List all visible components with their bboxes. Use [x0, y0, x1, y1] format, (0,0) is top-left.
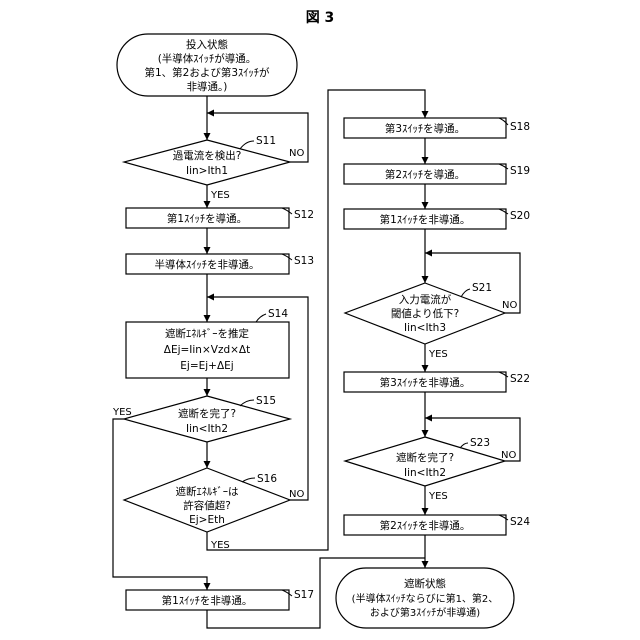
step-id-s20: S20 — [510, 210, 530, 222]
step-id-s16: S16 — [257, 473, 277, 485]
decision-s15-line-2: Iin<Ith2 — [186, 423, 228, 435]
figure-title: 図 3 — [306, 10, 335, 26]
leader-s11 — [240, 141, 254, 149]
leader-s15 — [240, 400, 254, 406]
step-id-s22: S22 — [510, 373, 530, 385]
step-id-s23: S23 — [470, 437, 490, 449]
process-s24-text: 第2ｽｲｯﾁを非導通。 — [380, 519, 471, 532]
step-id-s24: S24 — [510, 516, 530, 528]
leader-s14 — [256, 314, 266, 322]
process-s14-line-1: 遮断ｴﾈﾙｷﾞｰを推定 — [165, 327, 249, 340]
decision-s21-line-3: Iin<Ith3 — [404, 322, 446, 334]
start-line-4: 非導通。) — [187, 80, 228, 93]
branch-no-s11: NO — [289, 148, 304, 159]
decision-s16-line-1: 遮断ｴﾈﾙｷﾞｰは — [176, 485, 239, 498]
end-terminal: 遮断状態 (半導体ｽｲｯﾁならびに第1、第2、 および第3ｽｲｯﾁが非導通) — [336, 568, 514, 628]
step-id-s12: S12 — [294, 209, 314, 221]
step-id-s21: S21 — [472, 282, 492, 294]
process-s20: 第1ｽｲｯﾁを非導通。 S20 — [344, 209, 530, 229]
process-s22: 第3ｽｲｯﾁを非導通。 S22 — [344, 372, 530, 392]
step-id-s15: S15 — [256, 395, 276, 407]
decision-s15: 遮断を完了? Iin<Ith2 S15 YES — [112, 395, 290, 442]
leader-s21 — [461, 289, 470, 297]
step-id-s13: S13 — [294, 255, 314, 267]
step-id-s14: S14 — [268, 308, 288, 320]
decision-s23-line-2: Iin<Ith2 — [404, 467, 446, 479]
process-s18: 第3ｽｲｯﾁを導通。 S18 — [344, 118, 530, 138]
process-s17: 第1ｽｲｯﾁを非導通。 S17 — [126, 589, 314, 610]
decision-s16-line-2: 許容値超? — [183, 499, 231, 512]
step-id-s17: S17 — [294, 589, 314, 601]
branch-no-s16: NO — [289, 489, 304, 500]
end-line-2: (半導体ｽｲｯﾁならびに第1、第2、 — [352, 592, 499, 605]
step-id-s11: S11 — [256, 135, 276, 147]
decision-s21-line-2: 閾値より低下? — [391, 307, 459, 320]
branch-yes-s23: YES — [428, 491, 448, 502]
decision-s21-line-1: 入力電流が — [399, 293, 452, 306]
branch-yes-s15: YES — [112, 407, 132, 418]
start-line-3: 第1、第2および第3ｽｲｯﾁが — [144, 66, 270, 79]
process-s20-text: 第1ｽｲｯﾁを非導通。 — [380, 213, 471, 226]
branch-no-s21: NO — [502, 300, 517, 311]
decision-s23: 遮断を完了? Iin<Ith2 S23 NO YES — [345, 437, 516, 502]
branch-yes-s21: YES — [428, 349, 448, 360]
leader-s16 — [242, 478, 255, 482]
step-id-s18: S18 — [510, 121, 530, 133]
decision-s21: 入力電流が 閾値より低下? Iin<Ith3 S21 NO YES — [345, 282, 517, 360]
step-id-s19: S19 — [510, 165, 530, 177]
process-s18-text: 第3ｽｲｯﾁを導通。 — [385, 122, 465, 135]
process-s14-line-2: ΔEj=Iin×Vzd×Δt — [164, 344, 250, 356]
decision-s11-line-2: Iin>Ith1 — [186, 165, 228, 177]
start-line-2: (半導体ｽｲｯﾁが導通。 — [158, 52, 257, 65]
branch-yes-s11: YES — [210, 190, 230, 201]
process-s12: 第1ｽｲｯﾁを導通。 S12 — [126, 208, 314, 228]
start-terminal: 投入状態 (半導体ｽｲｯﾁが導通。 第1、第2および第3ｽｲｯﾁが 非導通。) — [117, 34, 297, 96]
leader-s23 — [460, 443, 468, 448]
decision-s16-line-3: Ej>Eth — [189, 514, 225, 526]
decision-s16: 遮断ｴﾈﾙｷﾞｰは 許容値超? Ej>Eth S16 NO YES — [124, 468, 304, 551]
end-line-3: および第3ｽｲｯﾁが非導通) — [370, 606, 480, 619]
decision-s11-line-1: 過電流を検出? — [173, 149, 242, 162]
process-s14-line-3: Ej=Ej+ΔEj — [180, 360, 233, 372]
process-s17-text: 第1ｽｲｯﾁを非導通。 — [162, 594, 253, 607]
decision-s23-line-1: 遮断を完了? — [396, 451, 454, 464]
start-line-1: 投入状態 — [186, 38, 228, 51]
process-s12-text: 第1ｽｲｯﾁを導通。 — [167, 212, 247, 225]
decision-s15-line-1: 遮断を完了? — [178, 407, 236, 420]
branch-no-s23: NO — [501, 450, 516, 461]
process-s19-text: 第2ｽｲｯﾁを導通。 — [385, 168, 465, 181]
decision-s11: 過電流を検出? Iin>Ith1 S11 NO YES — [124, 135, 304, 201]
process-s13: 半導体ｽｲｯﾁを非導通。 S13 — [126, 254, 314, 274]
process-s22-text: 第3ｽｲｯﾁを非導通。 — [380, 376, 471, 389]
process-s13-text: 半導体ｽｲｯﾁを非導通。 — [155, 258, 260, 271]
process-s19: 第2ｽｲｯﾁを導通。 S19 — [344, 164, 530, 184]
process-s24: 第2ｽｲｯﾁを非導通。 S24 — [344, 515, 530, 535]
end-line-1: 遮断状態 — [404, 577, 446, 590]
branch-yes-s16: YES — [210, 540, 230, 551]
